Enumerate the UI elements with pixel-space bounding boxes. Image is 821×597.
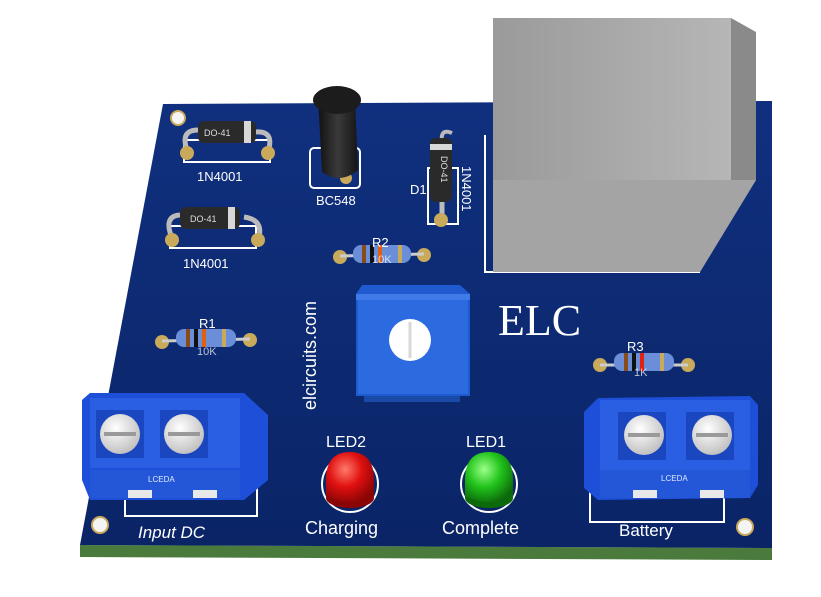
- resistor-value: 10K: [372, 254, 392, 266]
- led-designator: LED2: [326, 434, 366, 451]
- diode-body-label: DO-41: [439, 156, 449, 183]
- resistor-designator: R2: [372, 235, 389, 250]
- resistor-value: 1K: [634, 367, 648, 379]
- terminal-battery: LCEDA Battery: [584, 396, 758, 540]
- terminal-label: Battery: [619, 521, 673, 540]
- website-text: elcircuits.com: [300, 301, 320, 410]
- transistor-silk-label: BC548: [316, 193, 356, 208]
- diode-mid: DO-41 1N4001: [165, 207, 265, 271]
- relay: [484, 18, 756, 273]
- led-designator: LED1: [466, 434, 506, 451]
- diode-d1: DO-41 D1 1N4001: [410, 129, 474, 227]
- diode-silk-label: 1N4001: [197, 169, 243, 184]
- mounting-hole: [170, 110, 186, 126]
- led-label: Complete: [442, 518, 519, 538]
- diode-body-label: DO-41: [190, 214, 217, 224]
- diode-designator: D1: [410, 182, 427, 197]
- terminal-label: Input DC: [138, 523, 206, 542]
- led-complete: LED1 Complete: [442, 434, 519, 538]
- resistor-r1: R1 10K: [155, 316, 257, 358]
- diode-silk-label: 1N4001: [183, 256, 229, 271]
- terminal-brand: LCEDA: [148, 475, 175, 484]
- led-charging: LED2 Charging: [305, 434, 379, 538]
- resistor-r2: R2 10K: [333, 235, 431, 266]
- led-label: Charging: [305, 518, 378, 538]
- resistor-value: 10K: [197, 346, 217, 358]
- resistor-designator: R1: [199, 316, 216, 331]
- diode-silk-label: 1N4001: [459, 166, 474, 212]
- diode-top: DO-41 1N4001: [180, 121, 275, 184]
- resistor-r3: R3 1K: [593, 339, 695, 379]
- trimmer-vr1: VR1: [356, 282, 470, 402]
- transistor-bc548: BC548: [309, 86, 361, 208]
- logo-text: ELC: [498, 296, 581, 345]
- terminal-brand: LCEDA: [661, 474, 688, 483]
- mounting-hole: [91, 516, 109, 534]
- mounting-hole: [736, 518, 754, 536]
- terminal-input-dc: LCEDA Input DC: [82, 393, 268, 542]
- diode-body-label: DO-41: [204, 128, 231, 138]
- resistor-designator: R3: [627, 339, 644, 354]
